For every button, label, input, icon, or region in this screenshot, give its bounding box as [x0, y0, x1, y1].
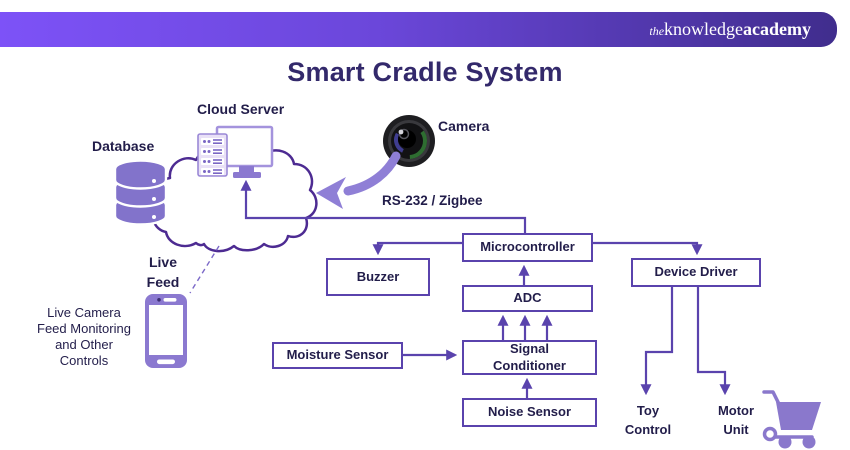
- box-adc: ADC: [462, 285, 593, 312]
- server-rack-icon: [197, 133, 228, 177]
- box-moisture-sensor-label: Moisture Sensor: [286, 347, 389, 363]
- box-adc-label: ADC: [513, 290, 542, 306]
- monitor-icon: [215, 125, 274, 178]
- database-cylinder-icon: [113, 159, 168, 226]
- connector-microcontroller-to-buzzer: [372, 241, 462, 256]
- box-device-driver-label: Device Driver: [654, 264, 738, 280]
- box-moisture-sensor: Moisture Sensor: [272, 342, 403, 369]
- logo-the: the: [649, 24, 665, 38]
- box-buzzer: Buzzer: [326, 258, 430, 296]
- label-cloud-server: Cloud Server: [197, 101, 285, 117]
- connector-device-driver-to-motor-unit: [696, 287, 731, 396]
- shopping-cart-icon: [762, 390, 821, 449]
- label-database: Database: [92, 138, 155, 154]
- box-signal-conditioner-label: Signal Conditioner: [493, 341, 566, 373]
- dashed-link-line: [189, 245, 220, 294]
- brand-logo: theknowledgeacademy: [649, 20, 811, 39]
- connector-device-driver-to-toy-control: [640, 287, 674, 396]
- label-live-feed: Live Feed: [146, 254, 180, 291]
- logo-knowledge: knowledge: [664, 19, 744, 39]
- label-camera: Camera: [438, 118, 490, 134]
- connector-microcontroller-to-cloud: [240, 179, 527, 233]
- note-live-camera-feed: Live Camera Feed Monitoring and Other Co…: [37, 305, 131, 368]
- page-title: Smart Cradle System: [287, 57, 563, 87]
- box-signal-conditioner: Signal Conditioner: [462, 340, 597, 375]
- smartphone-icon: [145, 294, 187, 368]
- box-device-driver: Device Driver: [631, 258, 761, 287]
- box-buzzer-label: Buzzer: [356, 268, 400, 284]
- label-toy-control: Toy Control: [624, 403, 672, 437]
- label-motor-unit: Motor Unit: [717, 403, 755, 437]
- box-noise-sensor-label: Noise Sensor: [487, 404, 572, 420]
- header-bar: theknowledgeacademy: [0, 12, 837, 47]
- box-microcontroller-label: Microcontroller: [480, 239, 575, 255]
- box-microcontroller: Microcontroller: [462, 233, 593, 262]
- logo-academy: academy: [743, 19, 811, 39]
- box-noise-sensor: Noise Sensor: [462, 398, 597, 427]
- curved-arrow-icon: [316, 151, 401, 209]
- label-protocol: RS-232 / Zigbee: [382, 193, 483, 208]
- connector-microcontroller-to-device-driver: [593, 241, 703, 256]
